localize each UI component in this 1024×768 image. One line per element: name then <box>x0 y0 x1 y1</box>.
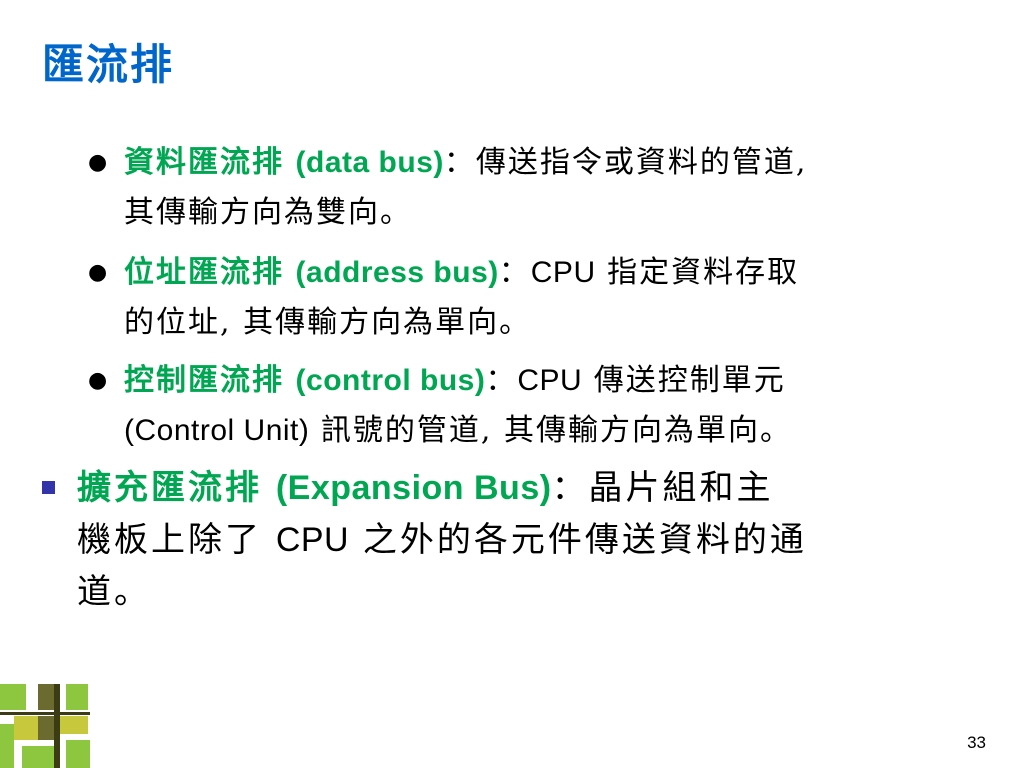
dot-bullet-icon: ● <box>88 260 108 285</box>
slide-title: 匯流排 <box>42 40 175 89</box>
desc-line2-prefix: 機板上除了 <box>77 520 276 560</box>
deco-square <box>66 684 88 710</box>
term-address-bus: 位址匯流排 <box>124 255 284 290</box>
bullet-data-bus: ● 資料匯流排 (data bus)：傳送指令或資料的管道, 其傳輸方向為雙向。 <box>88 138 993 238</box>
english-control-bus: (control bus) <box>295 364 486 397</box>
desc-suffix: 傳送控制單元 <box>582 363 786 398</box>
desc-line2: 其傳輸方向為雙向。 <box>124 195 412 230</box>
desc-line2-suffix: 之外的各元件傳送資料的通 <box>349 520 807 560</box>
english-expansion-bus: (Expansion Bus) <box>275 469 552 507</box>
desc-prefix: ： <box>498 255 531 290</box>
deco-square <box>66 740 90 768</box>
bullet-control-bus: ● 控制匯流排 (control bus)：CPU 傳送控制單元 (Contro… <box>88 356 993 456</box>
deco-square <box>38 716 54 740</box>
term-data-bus: 資料匯流排 <box>124 145 284 180</box>
desc-line3: 道。 <box>77 572 151 612</box>
english-address-bus: (address bus) <box>295 256 499 289</box>
desc-prefix: ： <box>485 363 518 398</box>
deco-square <box>0 724 14 768</box>
deco-square <box>14 716 38 740</box>
cpu-label: CPU <box>517 364 583 397</box>
desc-line2: 的位址, 其傳輸方向為單向。 <box>124 305 532 340</box>
deco-square <box>38 684 54 710</box>
term-expansion-bus: 擴充匯流排 <box>77 468 262 508</box>
deco-square <box>0 684 26 710</box>
square-bullet-icon <box>42 481 55 494</box>
decorative-squares <box>0 684 90 768</box>
term-control-bus: 控制匯流排 <box>124 363 284 398</box>
cpu-label: CPU <box>275 521 350 559</box>
bullet-address-bus: ● 位址匯流排 (address bus)：CPU 指定資料存取 的位址, 其傳… <box>88 248 993 348</box>
bullet-text: 資料匯流排 (data bus)：傳送指令或資料的管道, 其傳輸方向為雙向。 <box>124 138 993 238</box>
deco-square <box>22 746 54 768</box>
deco-bar <box>54 684 60 768</box>
bullet-text: 位址匯流排 (address bus)：CPU 指定資料存取 的位址, 其傳輸方… <box>124 248 993 348</box>
dot-bullet-icon: ● <box>88 368 108 393</box>
desc-line2: 訊號的管道, 其傳輸方向為單向。 <box>309 413 792 448</box>
bullet-text: 控制匯流排 (control bus)：CPU 傳送控制單元 (Control … <box>124 356 993 456</box>
dot-bullet-icon: ● <box>88 150 108 175</box>
desc-line1: ：晶片組和主 <box>551 468 774 508</box>
deco-square <box>60 716 88 734</box>
deco-line <box>0 712 90 715</box>
desc-suffix: 指定資料存取 <box>595 255 800 290</box>
control-unit-label: (Control Unit) <box>124 414 310 447</box>
english-data-bus: (data bus) <box>295 146 444 179</box>
page-number: 33 <box>967 733 986 752</box>
desc-line1: ：傳送指令或資料的管道, <box>443 145 808 180</box>
bullet-text: 擴充匯流排 (Expansion Bus)：晶片組和主 機板上除了 CPU 之外… <box>77 462 1002 618</box>
cpu-label: CPU <box>530 256 596 289</box>
bullet-expansion-bus: 擴充匯流排 (Expansion Bus)：晶片組和主 機板上除了 CPU 之外… <box>42 462 1002 618</box>
